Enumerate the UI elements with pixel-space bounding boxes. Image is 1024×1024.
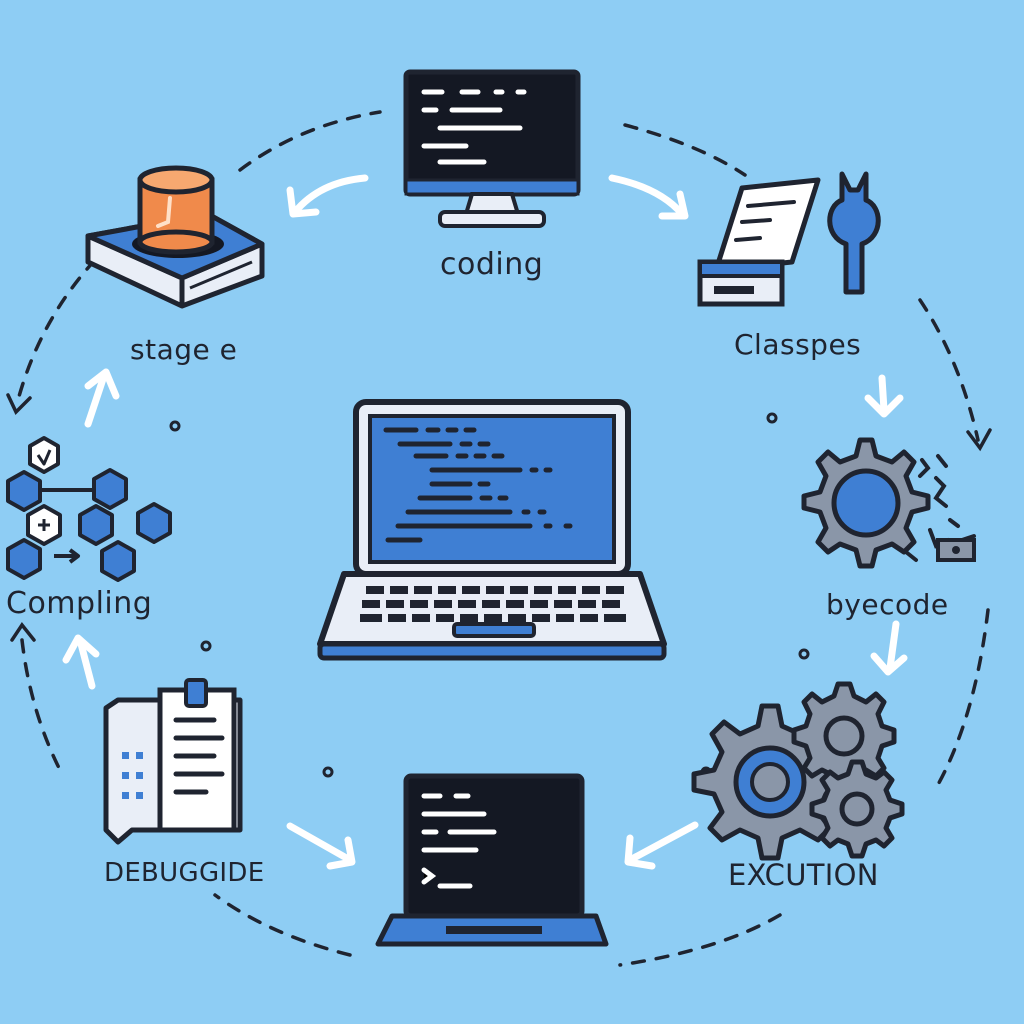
arrow-classpes-to-byecode [878, 374, 888, 414]
stage-label-classpes: Classpes [734, 328, 862, 361]
stage-label-coding: coding [440, 247, 544, 282]
arrow-debuggide-to-compling [76, 636, 96, 690]
stage-label-stage: stage e [130, 333, 238, 366]
database-book-icon [85, 165, 265, 309]
arrow-debuggide-to-terminal [286, 822, 354, 864]
gears-cluster-icon [691, 681, 905, 861]
arrow-stage-to-coding [291, 174, 369, 216]
dashed-cycle-ring [16, 110, 990, 967]
stage-label-debuggide: DEBUGGIDE [104, 858, 265, 888]
arrow-excution-to-terminal [626, 821, 699, 864]
laptop-icon [317, 399, 667, 661]
hexagon-modules-icon [6, 436, 172, 582]
ring-arrowheads [6, 393, 992, 642]
stage-label-byecode: byecode [826, 588, 949, 621]
document-notepad-icon [103, 678, 243, 845]
arrow-compling-to-stage [84, 372, 108, 428]
stage-label-compling: Compling [6, 586, 153, 621]
flow-arrows [62, 174, 908, 870]
gear-icon [801, 437, 976, 569]
desktop-monitor-icon [403, 69, 581, 228]
laptop-terminal-icon [375, 773, 609, 947]
document-and-wrench-icon [697, 171, 881, 307]
arrow-coding-to-classpes [608, 174, 686, 218]
arrow-byecode-to-excution [886, 620, 900, 672]
stage-label-excution: EXCUTION [728, 858, 879, 892]
